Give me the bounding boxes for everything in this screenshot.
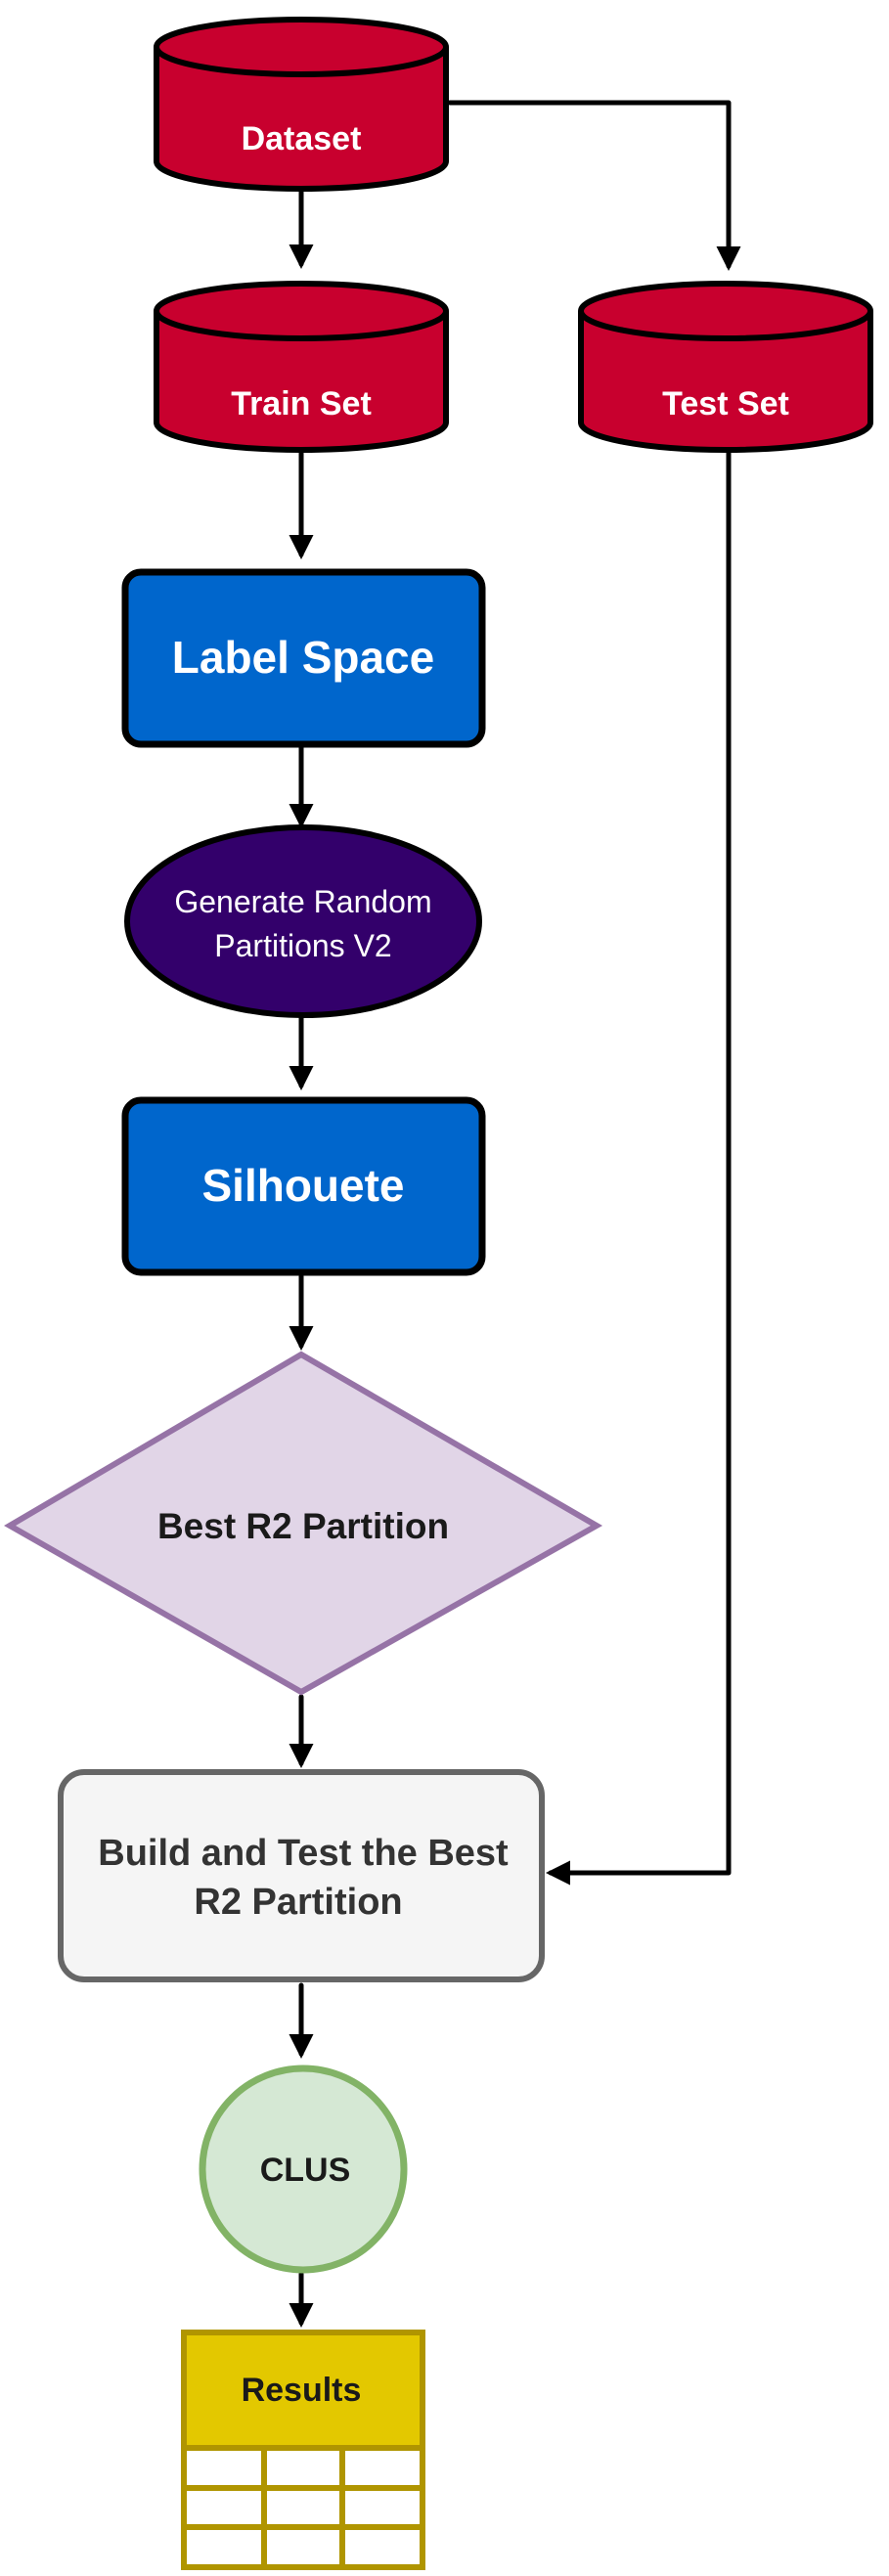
train-set-cylinder-top — [154, 281, 449, 341]
test-set-node[interactable]: Test Set — [578, 281, 873, 453]
test-set-label: Test Set — [662, 385, 789, 422]
test-set-cylinder-top — [578, 281, 873, 341]
best-partition-diamond — [4, 1351, 603, 1696]
silhouete-label: Silhouete — [201, 1160, 404, 1211]
results-grid-frame — [181, 2445, 425, 2570]
train-set-node[interactable]: Train Set — [154, 281, 449, 453]
best-partition-node[interactable]: Best R2 Partition — [4, 1351, 603, 1696]
silhouete-box — [121, 1096, 486, 1276]
silhouete-node[interactable]: Silhouete — [121, 1096, 486, 1276]
build-test-box — [58, 1769, 545, 1982]
test-set-cylinder-body — [578, 311, 873, 453]
best-partition-label: Best R2 Partition — [157, 1506, 449, 1546]
build-test-label-line1: Build and Test the Best — [98, 1833, 509, 1874]
generate-partitions-ellipse — [124, 824, 482, 1018]
dataset-label: Dataset — [242, 120, 362, 157]
dataset-node[interactable]: Dataset — [154, 17, 449, 192]
dataset-cylinder-body — [154, 47, 449, 192]
results-header — [181, 2330, 425, 2451]
generate-partitions-node[interactable]: Generate Random Partitions V2 — [124, 824, 482, 1018]
edge-test-set-build — [546, 449, 732, 1886]
label-space-node[interactable]: Label Space — [121, 568, 486, 748]
results-label: Results — [242, 2372, 362, 2409]
train-set-label: Train Set — [231, 385, 372, 422]
edges — [289, 100, 741, 2328]
clus-label: CLUS — [260, 2152, 351, 2189]
build-test-label-line2: R2 Partition — [194, 1882, 402, 1923]
train-set-cylinder-body — [154, 311, 449, 453]
clus-circle — [199, 2065, 408, 2274]
generate-partitions-label-line1: Generate Random — [174, 884, 431, 919]
build-test-node[interactable]: Build and Test the Best R2 Partition — [58, 1769, 545, 1982]
clus-node[interactable]: CLUS — [199, 2065, 408, 2274]
generate-partitions-label-line2: Partitions V2 — [214, 928, 391, 963]
label-space-label: Label Space — [172, 632, 434, 683]
dataset-cylinder-top — [154, 17, 449, 77]
label-space-box — [121, 568, 486, 748]
results-node[interactable]: Results — [181, 2330, 425, 2570]
edge-dataset-test-set — [447, 100, 741, 271]
